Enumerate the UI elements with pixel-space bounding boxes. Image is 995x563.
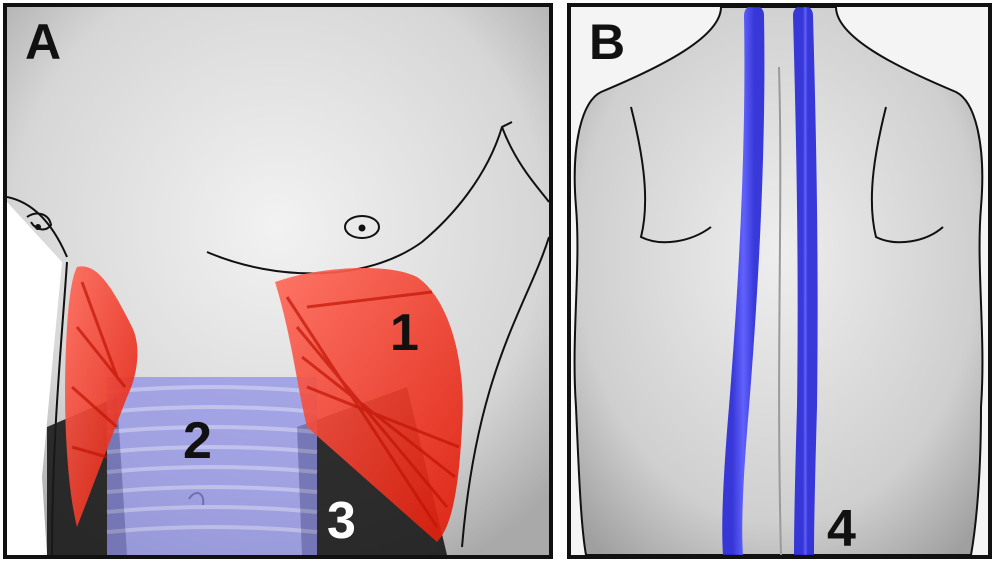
label-muscle-1: 1 xyxy=(390,307,419,359)
back-skin xyxy=(575,7,983,555)
panel-a-anterior-view: A 1 2 3 xyxy=(3,3,553,559)
label-muscle-2: 2 xyxy=(183,415,212,467)
muscle-2-rectus-abdominis xyxy=(107,377,317,555)
panel-a-letter: A xyxy=(25,17,61,67)
anterior-torso-illustration xyxy=(7,7,549,555)
label-muscle-4: 4 xyxy=(827,503,856,555)
label-muscle-3: 3 xyxy=(327,495,356,547)
erector-spinae-right-column xyxy=(803,15,808,555)
posterior-torso-illustration xyxy=(571,7,988,555)
panel-b-posterior-view: B 4 xyxy=(567,3,992,559)
panel-b-letter: B xyxy=(589,17,625,67)
